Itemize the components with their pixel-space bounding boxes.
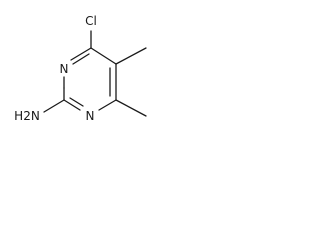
ring-bonds [63, 47, 117, 111]
bond-c4-n3 [70, 47, 92, 61]
bond-c4-n3-double [72, 53, 90, 65]
atom-labels: Cl N N H2N [14, 14, 97, 123]
chemical-structure-diagram: Cl N N H2N [14, 14, 147, 123]
amine-label: H2N [14, 109, 40, 123]
bond-c6-methyl [115, 99, 147, 117]
bond-c5-c4 [90, 47, 117, 65]
nitrogen-lower-label: N [86, 109, 95, 123]
bond-c2-n1 [63, 99, 81, 111]
substituent-bonds [43, 30, 147, 117]
nitrogen-upper-label: N [60, 62, 69, 76]
chlorine-label: Cl [85, 14, 97, 28]
bond-c2-nh2 [43, 99, 65, 113]
bond-c5-methyl [115, 47, 147, 65]
bond-n1-c6 [98, 99, 117, 111]
bond-c2-n1-double [69, 97, 84, 107]
